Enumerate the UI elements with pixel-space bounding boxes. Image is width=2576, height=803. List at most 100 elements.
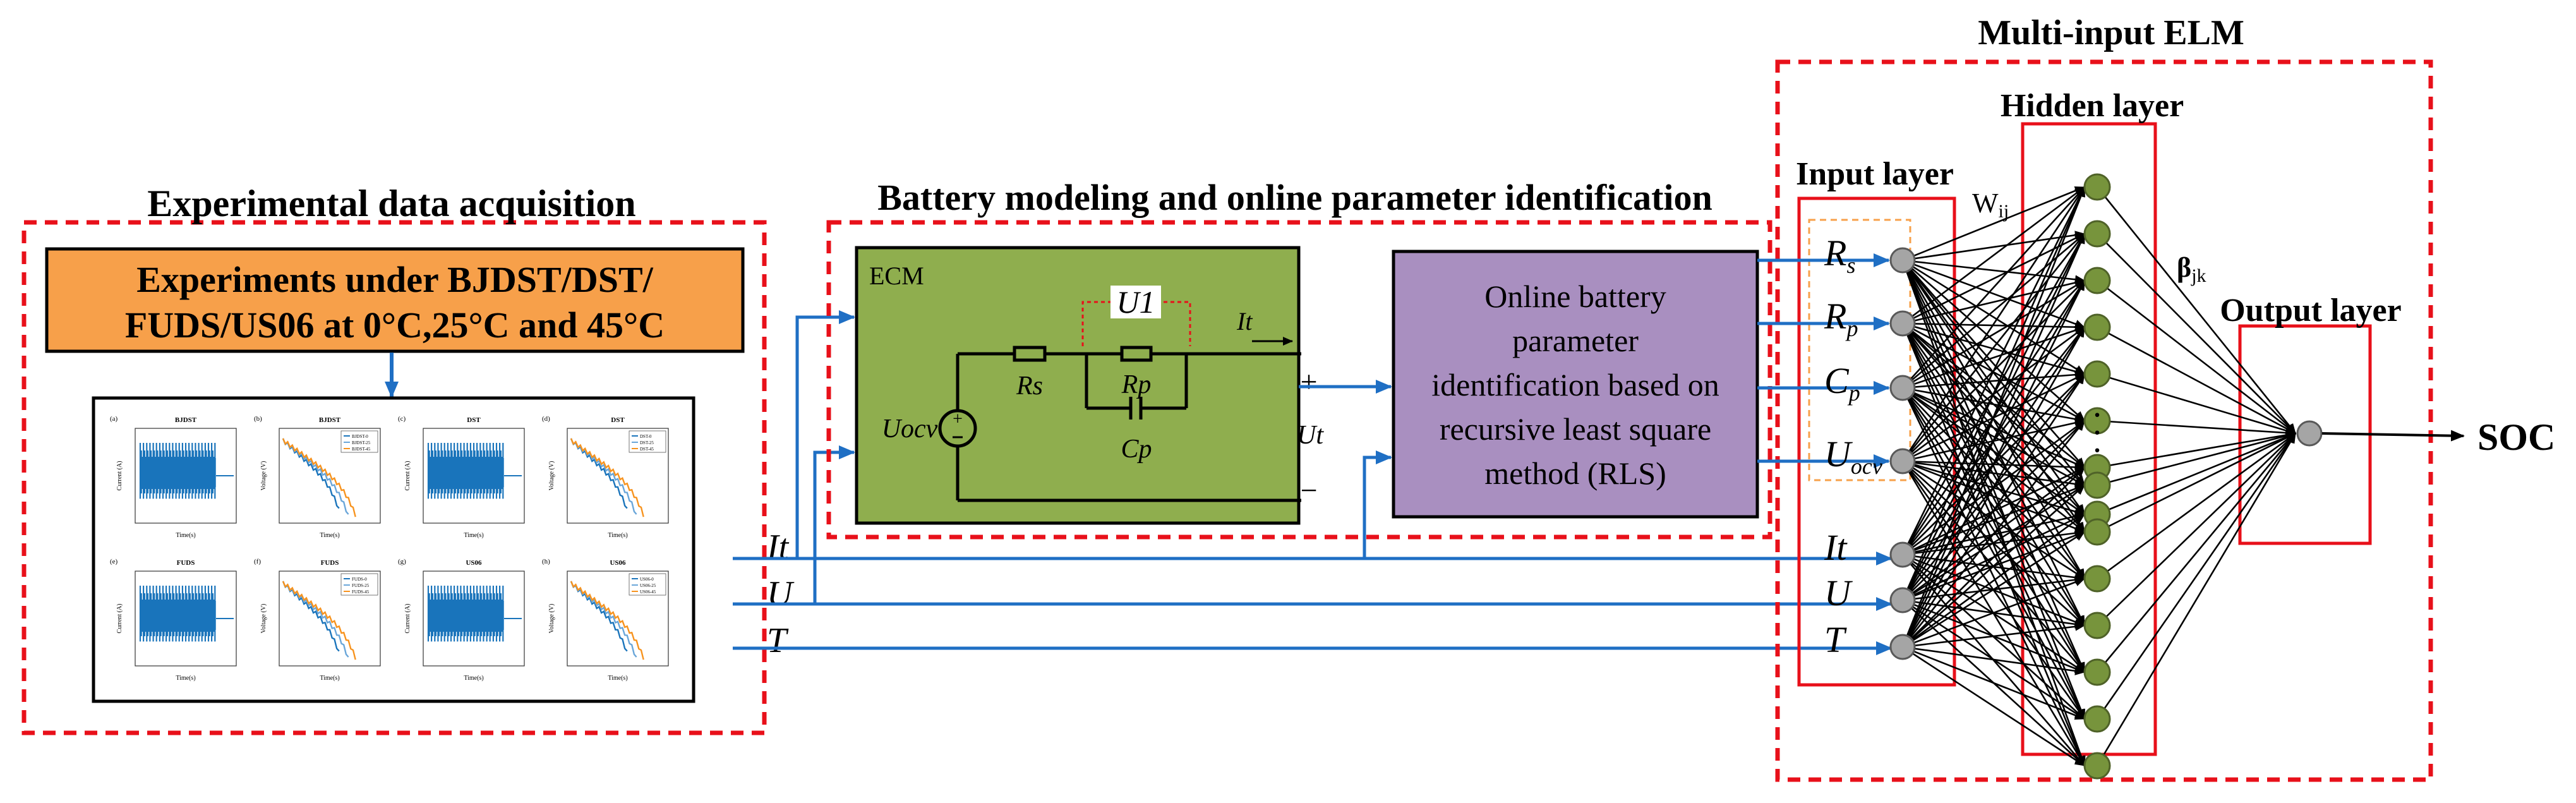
rls-text-line: method (RLS) (1484, 456, 1666, 491)
mini-chart-title: US06 (466, 559, 482, 567)
input-node-label: Rs (1824, 232, 1855, 278)
experiments-condition-box (45, 247, 745, 353)
weight-connection-wij (1902, 646, 2085, 767)
mini-chart-ylabel: Voltage (V) (260, 604, 267, 634)
mini-chart-legend-text: FUDS-45 (352, 589, 370, 595)
mini-chart-ylabel: Current (A) (404, 604, 411, 634)
weight-connection-wij (1901, 387, 2086, 626)
ecm-box (855, 246, 1301, 525)
weight-connection-wij (1901, 260, 2086, 626)
elm-title: Multi-input ELM (1978, 13, 2244, 52)
input-node-label: T (1824, 619, 1847, 660)
weight-connection-wij (1902, 326, 2085, 389)
input-node-label: Rp (1824, 296, 1858, 341)
elm-connections (1757, 186, 2297, 767)
mini-chart-legend-text: BJDST-25 (352, 440, 371, 445)
weight-connection-wij (1901, 387, 2086, 720)
experimental-section: Experimental data acquisition Experiment… (21, 183, 767, 735)
weight-connection-wij (1902, 279, 2085, 389)
hidden-node (2083, 360, 2111, 388)
hidden-node (2083, 313, 2111, 341)
mini-chart-ylabel: Voltage (V) (548, 604, 555, 634)
experimental-title: Experimental data acquisition (147, 183, 635, 224)
weight-connection-wij (1901, 186, 2086, 555)
mini-chart-xlabel: Time(s) (464, 532, 483, 539)
weight-connection-wij (1902, 622, 2085, 648)
mini-chart-xlabel: Time(s) (608, 532, 627, 539)
ecm-rp-label: Rp (1121, 370, 1152, 399)
hidden-node (2083, 173, 2111, 201)
mini-chart-tag: (d) (542, 415, 550, 423)
input-node (1889, 587, 1916, 613)
weight-connection-bjk (2097, 432, 2296, 580)
weight-connection-wij (1902, 513, 2085, 648)
mini-chart-tag: (g) (398, 558, 406, 565)
soc-output-label: SOC (2477, 416, 2555, 458)
weight-connection-wij (1902, 387, 2085, 579)
input-node-label: U (1824, 572, 1853, 613)
weight-connection-wij (1901, 420, 2086, 648)
mini-chart-title: DST (467, 416, 481, 424)
elm-dashed-frame (1775, 59, 2433, 782)
weight-connection-wij (1902, 485, 2085, 648)
mini-chart-ylabel: Voltage (V) (548, 461, 555, 491)
weight-connection-bjk (2097, 279, 2296, 435)
mini-chart-legend-text: US06-25 (640, 583, 656, 588)
mini-chart-legend-text: DST-45 (640, 447, 654, 452)
rls-text-line: parameter (1512, 323, 1639, 358)
mini-chart-title: BJDST (319, 416, 341, 424)
weight-connection-bjk (2097, 373, 2296, 435)
weight-connection-wij (1902, 233, 2085, 389)
weight-connection-wij (1901, 186, 2086, 462)
ecm-rs-label: Rs (1016, 371, 1043, 401)
mini-chart-legend-text: FUDS-0 (352, 577, 367, 582)
mini-chart-xlabel: Time(s) (176, 532, 195, 539)
weight-connection-wij (1902, 484, 2085, 601)
u1-label-bg (1110, 286, 1161, 318)
signal-label-t: T (767, 621, 789, 660)
weight-connection-wij (1902, 646, 2085, 675)
weight-connection-wij (1902, 646, 2085, 720)
mini-chart-ylabel: Current (A) (116, 461, 123, 491)
elm-hidden-nodes (2083, 173, 2111, 780)
mini-chart-title: FUDS (177, 559, 195, 567)
mini-chart-title: BJDST (175, 416, 197, 424)
weight-connection-bjk (2097, 430, 2296, 469)
weight-connection-wij (1901, 280, 2086, 648)
signal-label-it: It (766, 528, 790, 567)
input-node (1889, 634, 1916, 660)
mini-chart-tag: (f) (254, 558, 261, 565)
mini-chart-title: US06 (610, 559, 626, 567)
weight-connection-wij (1901, 260, 2086, 673)
weight-connection-wij (1901, 233, 2086, 648)
mini-chart-ylabel: Current (A) (404, 461, 411, 491)
weight-connection-wij (1902, 186, 2085, 262)
input-node (1889, 448, 1916, 474)
weight-connection-bjk (2096, 433, 2297, 766)
mini-chart-current-band (428, 458, 504, 487)
weight-connection-wij (1902, 387, 2085, 533)
ecm-plus-label: + (1300, 365, 1317, 399)
mini-chart-legend-text: FUDS-25 (352, 583, 370, 588)
mini-chart-xlabel: Time(s) (176, 675, 195, 682)
mini-chart-legend-text: BJDST-45 (352, 447, 371, 452)
mini-chart-legend-text: BJDST-0 (352, 434, 368, 439)
weight-connection-wij (1902, 260, 2085, 421)
mini-chart-voltage-trace (570, 581, 644, 660)
mini-chart-legend-text: DST-25 (640, 440, 654, 445)
ecm-label: ECM (869, 262, 924, 290)
mini-chart-legend-text: DST-0 (640, 434, 652, 439)
hidden-node (2083, 471, 2111, 499)
weight-connection-wij (1902, 577, 2085, 648)
hidden-layer-title: Hidden layer (2001, 88, 2184, 124)
weight-connection-bjk (2097, 432, 2296, 486)
mini-chart-ylabel: Voltage (V) (260, 461, 267, 491)
